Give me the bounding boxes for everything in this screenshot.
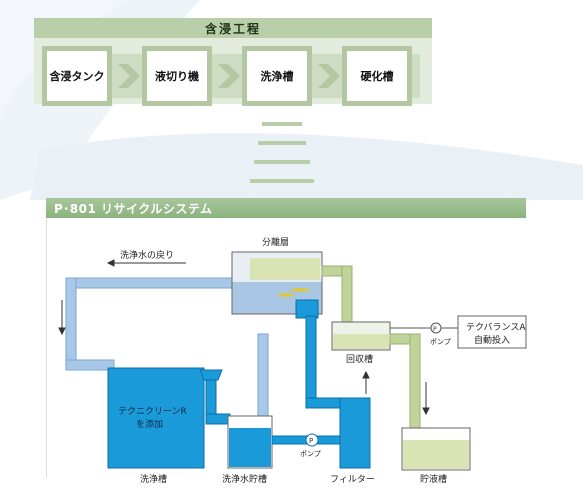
process-step-impregnation-tank: 含浸タンク: [42, 46, 112, 106]
arrow-down-icon: [422, 407, 430, 416]
chevron-right-icon: [118, 64, 140, 88]
wash-tank-label: 洗浄槽: [140, 473, 167, 485]
recovery-pipe: [389, 333, 421, 433]
storage-tank-label: 貯液槽: [420, 473, 447, 485]
agent-label-line2: を添加: [136, 419, 163, 430]
pump-bottom-label: ポンプ: [300, 450, 321, 458]
step-label: 洗浄槽: [260, 70, 294, 83]
agent-label-line1: テクニクリーンR: [118, 406, 187, 417]
arrow-up-icon: [362, 370, 370, 379]
clean-water-pipe: [295, 299, 355, 409]
additive-label-line2: 自動投入: [474, 334, 510, 346]
filter-column: [339, 397, 371, 469]
separation-tank-label: 分離層: [262, 236, 289, 248]
wash-water-storage-label: 洗浄水貯槽: [222, 473, 267, 485]
chevron-right-icon: [318, 64, 340, 88]
flow-arrows: [58, 259, 430, 416]
connector-bars: [250, 122, 314, 183]
step-label: 液切り機: [155, 70, 199, 83]
overflow-pipe: [257, 333, 269, 421]
pump-top-label: ポンプ: [430, 338, 451, 346]
storage-tank: [401, 427, 471, 471]
system-frame: [46, 218, 527, 478]
arrow-down-icon: [58, 327, 66, 336]
additive-box: [457, 315, 527, 349]
process-step-curing-tank: 硬化槽: [342, 46, 412, 106]
pump-icon: [305, 433, 319, 447]
step-label: 硬化槽: [360, 70, 394, 83]
svg-text:P: P: [433, 326, 437, 333]
process-title: 含浸工程: [34, 18, 432, 38]
svg-text:P: P: [309, 437, 313, 445]
process-panel: 含浸工程 含浸タンク 液切り機 洗浄槽 硬化槽: [34, 18, 432, 106]
filter-label: フィルター: [330, 474, 375, 485]
overflow-gutter: [199, 369, 231, 425]
chevron-right-icon: [218, 64, 240, 88]
recovery-tank-label: 回収槽: [346, 353, 373, 365]
sludge-pipe: [321, 265, 353, 331]
return-water-label: 洗浄水の戻り: [120, 249, 174, 261]
additive-label-line1: テクバランスA: [466, 322, 526, 333]
system-title: P･801 リサイクルシステム: [46, 198, 526, 218]
pump-icon: [430, 322, 442, 334]
process-step-wash-tank: 洗浄槽: [242, 46, 312, 106]
wash-tank: [107, 367, 205, 469]
step-label: 含浸タンク: [49, 70, 105, 83]
process-step-drainer: 液切り機: [142, 46, 212, 106]
return-water-pipe: [65, 277, 233, 371]
arrow-left-icon: [106, 259, 115, 267]
wash-water-storage-tank: [227, 415, 273, 469]
recovery-tank: [331, 321, 391, 351]
